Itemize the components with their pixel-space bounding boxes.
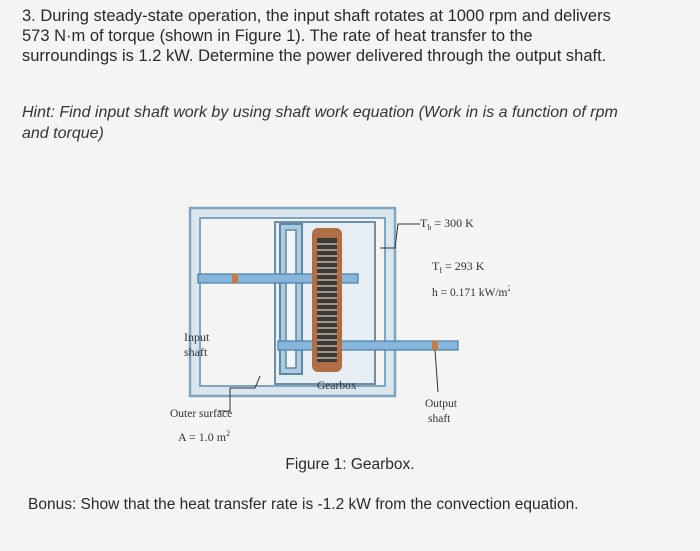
outer-surface-label: Outer surface xyxy=(170,408,232,420)
input-shaft xyxy=(197,273,359,284)
gear-teeth-band xyxy=(317,238,337,362)
gearbox-label: Gearbox xyxy=(317,380,357,392)
output-shaft-label-2: shaft xyxy=(428,413,451,425)
gear-set xyxy=(312,228,342,372)
figure-caption: Figure 1: Gearbox. xyxy=(285,456,415,473)
tb-label: Tb = 300 K xyxy=(420,216,474,232)
hint-text: Hint: Find input shaft work by using sha… xyxy=(22,102,682,144)
vertical-support-inner xyxy=(285,229,297,369)
area-label: A = 1.0 m2 xyxy=(178,429,230,444)
hint-line-1: Hint: Find input shaft work by using sha… xyxy=(22,104,618,121)
tf-label: Tf = 293 K xyxy=(432,259,485,275)
problem-line-1: 3. During steady-state operation, the in… xyxy=(22,7,611,25)
input-shaft-label-2: shaft xyxy=(184,345,208,359)
gearbox-diagram: Tb = 300 K Tf = 293 K h = 0.171 kW/m2 · … xyxy=(170,206,530,444)
problem-line-3: surroundings is 1.2 kW. Determine the po… xyxy=(22,47,607,65)
output-shaft-key xyxy=(432,341,438,350)
input-shaft-label-1: Input xyxy=(184,330,210,344)
hint-line-2: and torque) xyxy=(22,125,104,142)
bonus-text: Bonus: Show that the heat transfer rate … xyxy=(28,496,579,513)
output-shaft-label-1: Output xyxy=(425,398,458,410)
output-shaft-leader xyxy=(434,349,439,393)
outer-surface-leader xyxy=(218,375,261,412)
input-shaft-key xyxy=(232,274,238,283)
gearbox-figure: Tb = 300 K Tf = 293 K h = 0.171 kW/m2 · … xyxy=(170,196,530,448)
h-label: h = 0.171 kW/m2 · K xyxy=(432,284,510,299)
problem-line-2: 573 N·m of torque (shown in Figure 1). T… xyxy=(22,27,533,45)
output-shaft xyxy=(277,340,459,351)
tb-leader xyxy=(380,223,420,249)
problem-statement: 3. During steady-state operation, the in… xyxy=(22,6,682,66)
